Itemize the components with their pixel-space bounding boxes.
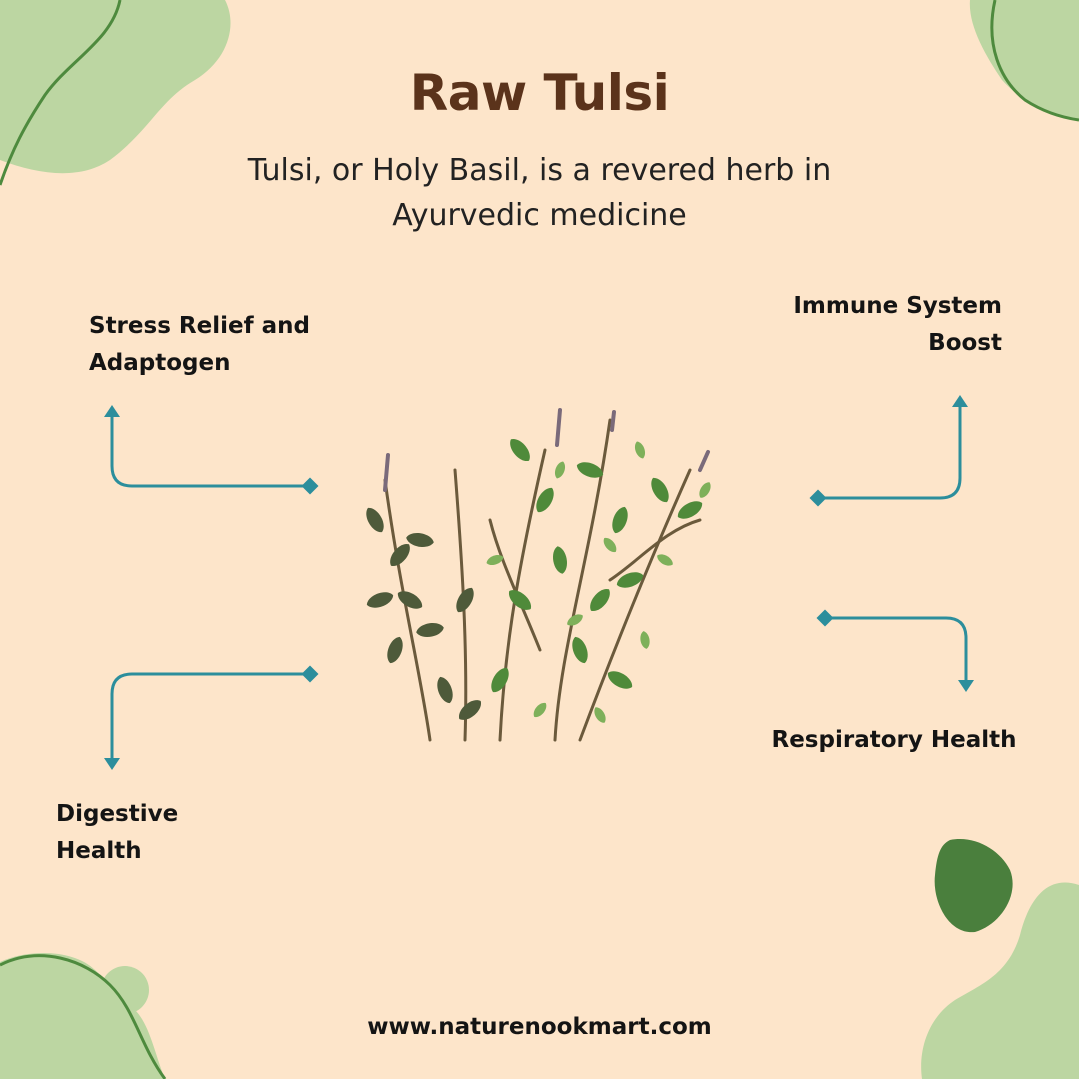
arrow-immune <box>809 395 968 507</box>
arrow-digestive <box>104 665 319 770</box>
top-right-blob <box>969 0 1079 120</box>
top-left-blob <box>0 0 231 174</box>
page-title: Raw Tulsi <box>409 64 670 122</box>
website-link[interactable]: www.naturenookmart.com <box>367 1014 712 1040</box>
benefit-respiratory: Respiratory Health <box>771 727 1017 753</box>
flower-spikes <box>383 408 710 492</box>
subtitle: Tulsi, or Holy Basil, is a revered herb … <box>247 153 832 233</box>
bottom-left-blob <box>0 952 165 1079</box>
bottom-right-light-blob <box>921 882 1079 1079</box>
benefit-digestive: Digestive Health <box>56 801 179 864</box>
bottom-right-dark-leaf <box>934 839 1013 933</box>
bottom-left-curve <box>0 954 167 1079</box>
top-right-curve <box>990 0 1079 122</box>
bottom-left-small-blob <box>101 966 149 1014</box>
benefit-stress-relief: Stress Relief and Adaptogen <box>89 313 310 376</box>
top-left-curve <box>0 0 122 186</box>
arrow-stress <box>104 405 319 495</box>
arrow-respiratory <box>816 609 974 692</box>
benefit-immune-boost: Immune System Boost <box>793 293 1002 356</box>
